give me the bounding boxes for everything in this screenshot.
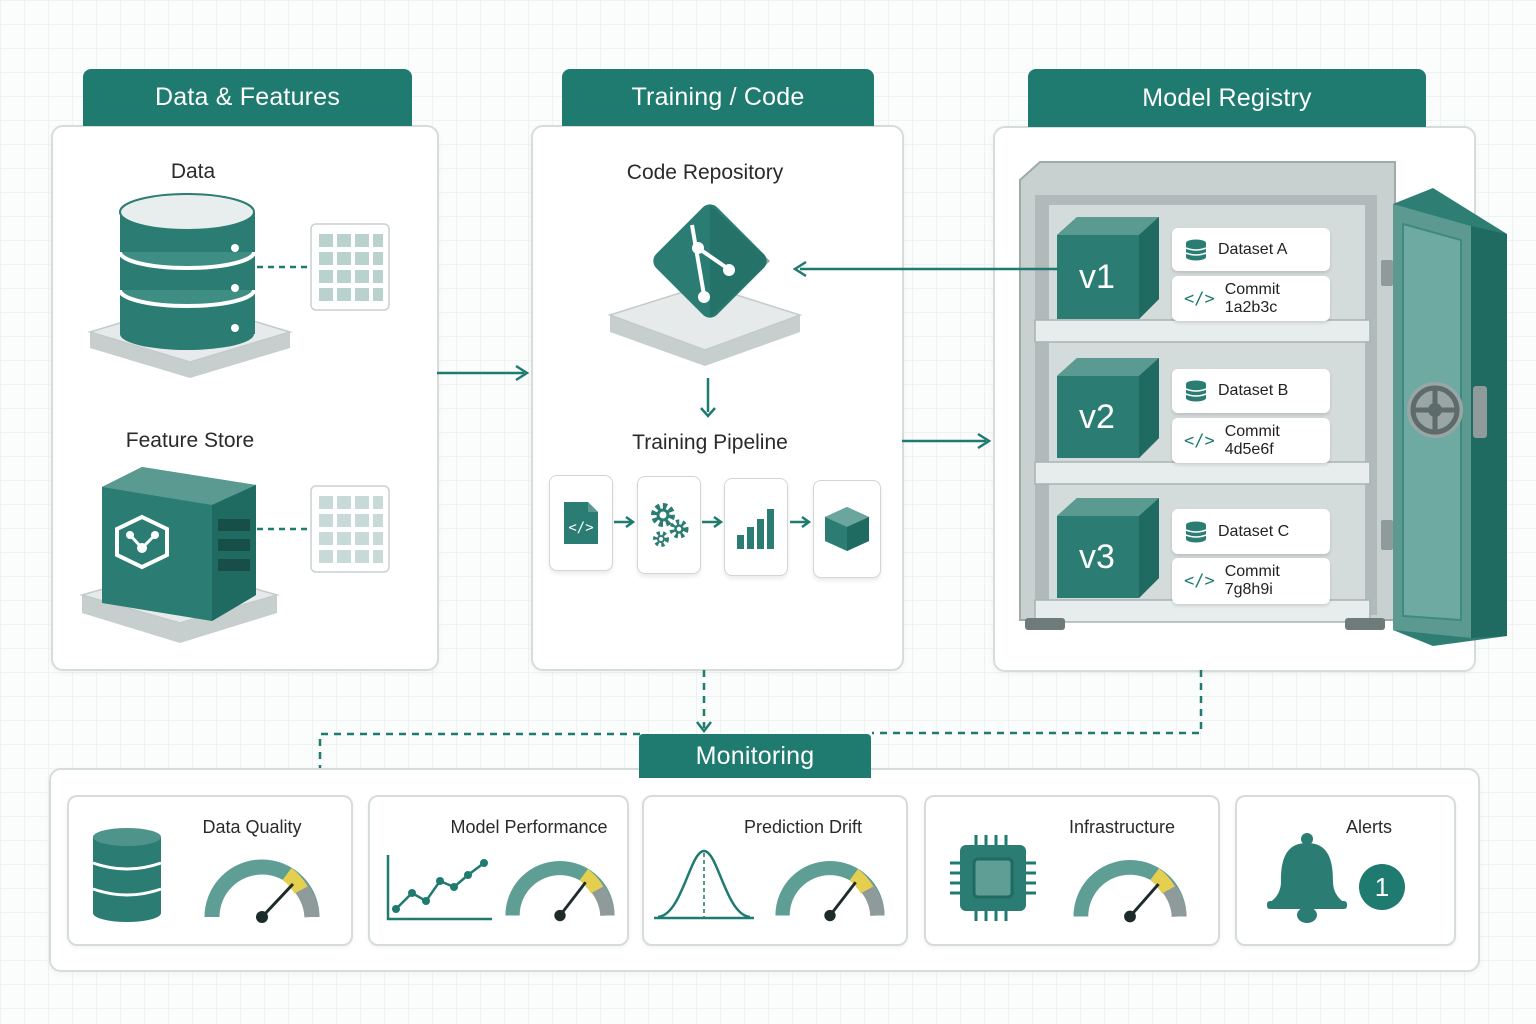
monitor-card-prediction-drift: Prediction Drift	[642, 795, 908, 946]
v1-dataset-tag: Dataset A	[1172, 228, 1330, 271]
pipeline-arrow-2	[702, 515, 724, 529]
version-label: v1	[1079, 258, 1115, 296]
monitor-card-label: Model Performance	[450, 817, 608, 837]
svg-text:</>: </>	[568, 520, 593, 536]
commit-hash: Commit 4d5e6f	[1224, 422, 1280, 458]
code-icon: </>	[1184, 288, 1215, 309]
monitor-card-infrastructure: Infrastructure	[924, 795, 1220, 946]
bar-chart-icon	[737, 509, 774, 549]
pipeline-arrow-3	[790, 515, 812, 529]
v3-commit-tag: </> Commit 7g8h9i	[1172, 558, 1330, 604]
pipeline-arrow-1	[614, 515, 636, 529]
database-stack-icon	[87, 193, 293, 378]
alert-count-badge: 1	[1359, 864, 1405, 910]
monitor-card-label: Infrastructure	[1068, 817, 1176, 837]
model-registry-title: Model Registry	[1028, 69, 1426, 127]
dataset-name: Dataset B	[1218, 382, 1289, 399]
model-version-cube-icon	[1057, 358, 1159, 458]
bell-icon	[1267, 833, 1347, 923]
training-pipeline-label: Training Pipeline	[632, 431, 788, 454]
model-version-cube-icon	[1057, 498, 1159, 598]
pipeline-step-code: </>	[549, 475, 613, 571]
dataset-name: Dataset A	[1218, 240, 1288, 258]
monitoring-title: Monitoring	[639, 734, 871, 778]
data-label: Data	[170, 160, 216, 183]
version-label: v3	[1079, 538, 1115, 576]
model-cube-icon	[825, 507, 869, 551]
monitor-card-label: Alerts	[1345, 817, 1392, 837]
cpu-chip-icon	[950, 835, 1036, 921]
gauge-icon	[775, 860, 885, 922]
code-icon: </>	[1184, 430, 1215, 451]
gauge-icon	[204, 859, 320, 923]
gauge-icon	[505, 860, 615, 922]
database-icon	[92, 828, 162, 922]
monitor-card-data-quality: Data Quality	[67, 795, 353, 946]
training-code-title: Training / Code	[562, 69, 874, 126]
commit-hash: Commit 7g8h9i	[1224, 563, 1280, 598]
dataset-name: Dataset C	[1218, 522, 1290, 540]
monitor-card-model-performance: Model Performance	[368, 795, 629, 946]
monitor-card-label: Data Quality	[202, 817, 302, 837]
code-icon: </>	[1184, 571, 1215, 591]
repo-to-pipeline-arrow	[700, 378, 716, 418]
code-repository-label: Code Repository	[626, 161, 784, 184]
gears-icon	[651, 503, 689, 547]
line-chart-icon	[386, 855, 492, 921]
pipeline-step-model	[813, 480, 881, 578]
data-features-title: Data & Features	[83, 69, 412, 126]
database-icon	[1185, 380, 1207, 402]
feature-table-icon	[257, 485, 390, 573]
gauge-icon	[1073, 860, 1187, 923]
git-repository-icon	[607, 204, 803, 366]
feature-store-icon	[79, 467, 280, 643]
version-label: v2	[1079, 398, 1115, 436]
database-icon	[1185, 239, 1207, 260]
model-version-cube-icon	[1057, 217, 1159, 319]
database-icon	[1185, 521, 1207, 542]
data-table-icon	[257, 223, 390, 311]
monitor-card-label: Prediction Drift	[743, 817, 863, 837]
v3-dataset-tag: Dataset C	[1172, 509, 1330, 554]
bell-curve-icon	[654, 849, 754, 920]
code-file-icon: </>	[564, 502, 598, 544]
v2-dataset-tag: Dataset B	[1172, 369, 1330, 413]
commit-hash: Commit 1a2b3c	[1224, 280, 1280, 316]
v2-commit-tag: </> Commit 4d5e6f	[1172, 418, 1330, 463]
v1-commit-tag: </> Commit 1a2b3c	[1172, 276, 1330, 321]
pipeline-step-gears	[637, 476, 701, 574]
monitor-card-alerts: Alerts 1	[1235, 795, 1456, 946]
feature-store-label: Feature Store	[125, 429, 255, 452]
pipeline-step-evaluate	[724, 478, 788, 576]
